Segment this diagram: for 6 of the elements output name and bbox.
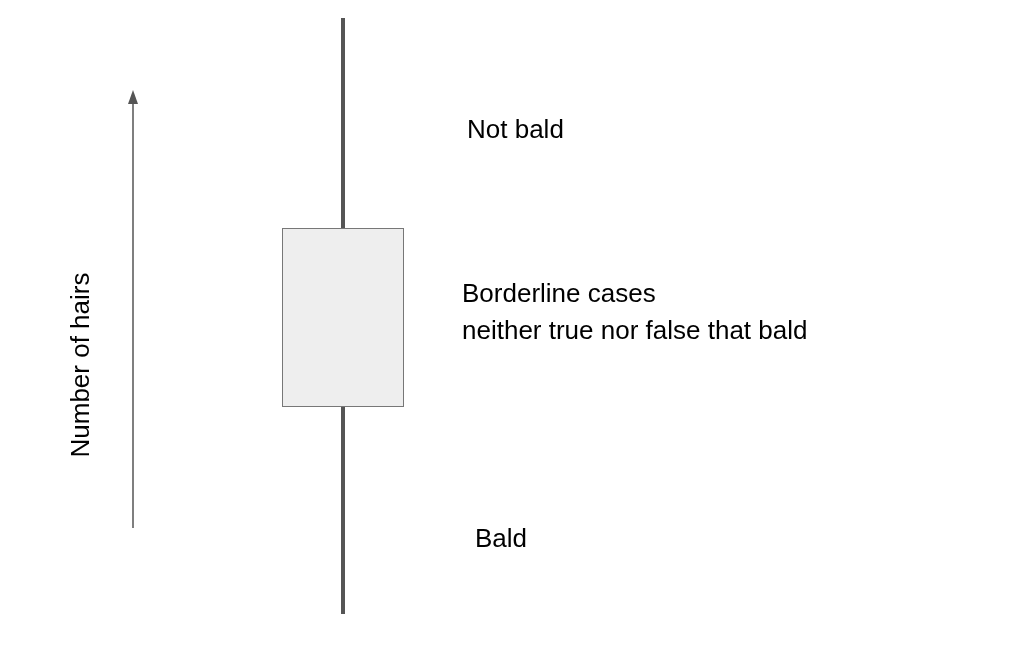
range-label: neither true nor false that bald (462, 315, 808, 345)
range-label: Borderline cases (462, 278, 656, 308)
level-label: Bald (475, 523, 528, 553)
level-label: Not bald (467, 114, 564, 144)
axis-label: Number of hairs (65, 272, 95, 458)
range-box (282, 228, 404, 407)
